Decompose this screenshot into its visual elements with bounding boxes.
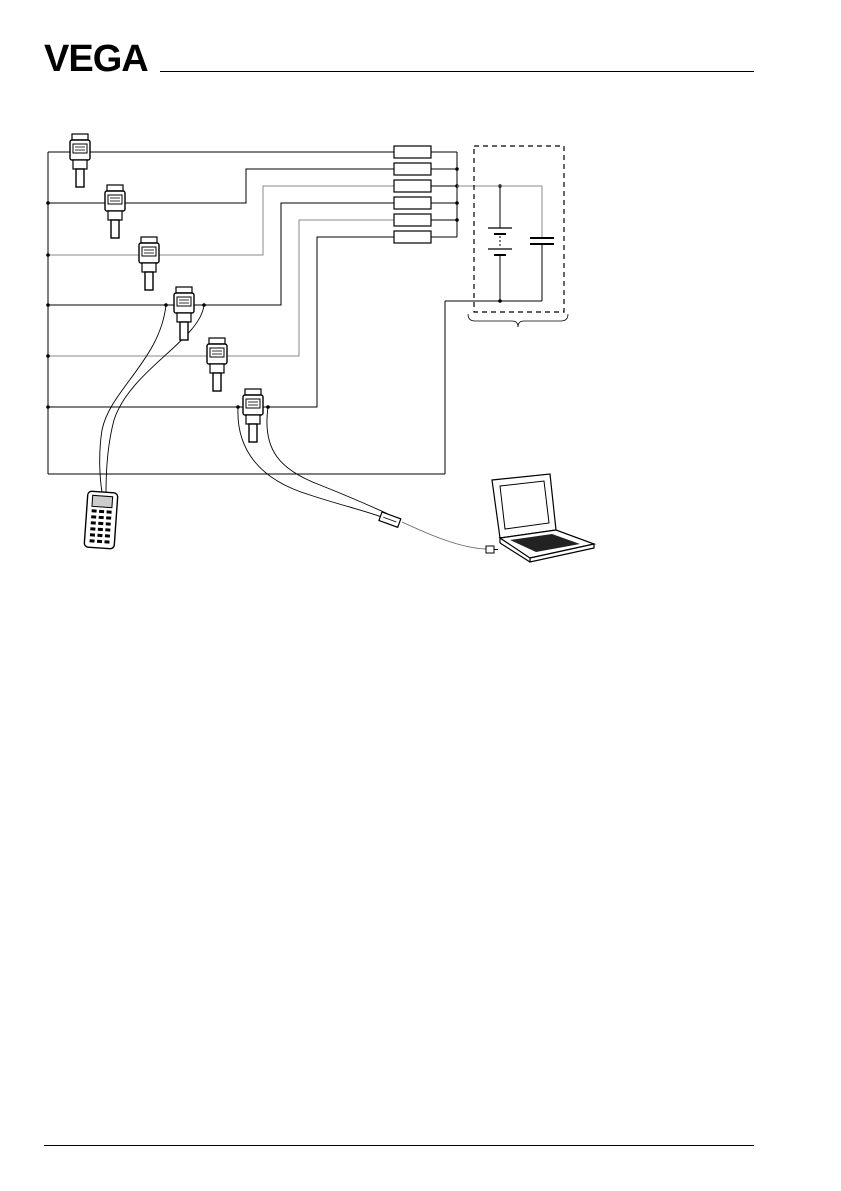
resistor bbox=[394, 163, 431, 175]
sensor-icon bbox=[70, 134, 90, 187]
hart-modem-icon bbox=[379, 512, 401, 527]
power-supply bbox=[468, 146, 568, 327]
sensor-icon bbox=[139, 237, 159, 290]
laptop-icon bbox=[492, 474, 594, 562]
sensor-icon bbox=[105, 185, 125, 238]
serial-connector-icon bbox=[486, 546, 498, 553]
sensor-icon bbox=[243, 389, 263, 442]
sensor-icon bbox=[174, 287, 194, 340]
sensor-icon bbox=[207, 338, 227, 391]
resistors bbox=[394, 146, 431, 243]
resistor-bus bbox=[431, 152, 542, 237]
footer-rule bbox=[44, 1145, 754, 1146]
resistor bbox=[394, 214, 431, 226]
resistor bbox=[394, 180, 431, 192]
resistor bbox=[394, 231, 431, 243]
hart-cables bbox=[100, 305, 486, 549]
hart-handheld-icon bbox=[84, 491, 118, 549]
resistor bbox=[394, 197, 431, 209]
resistor bbox=[394, 146, 431, 158]
